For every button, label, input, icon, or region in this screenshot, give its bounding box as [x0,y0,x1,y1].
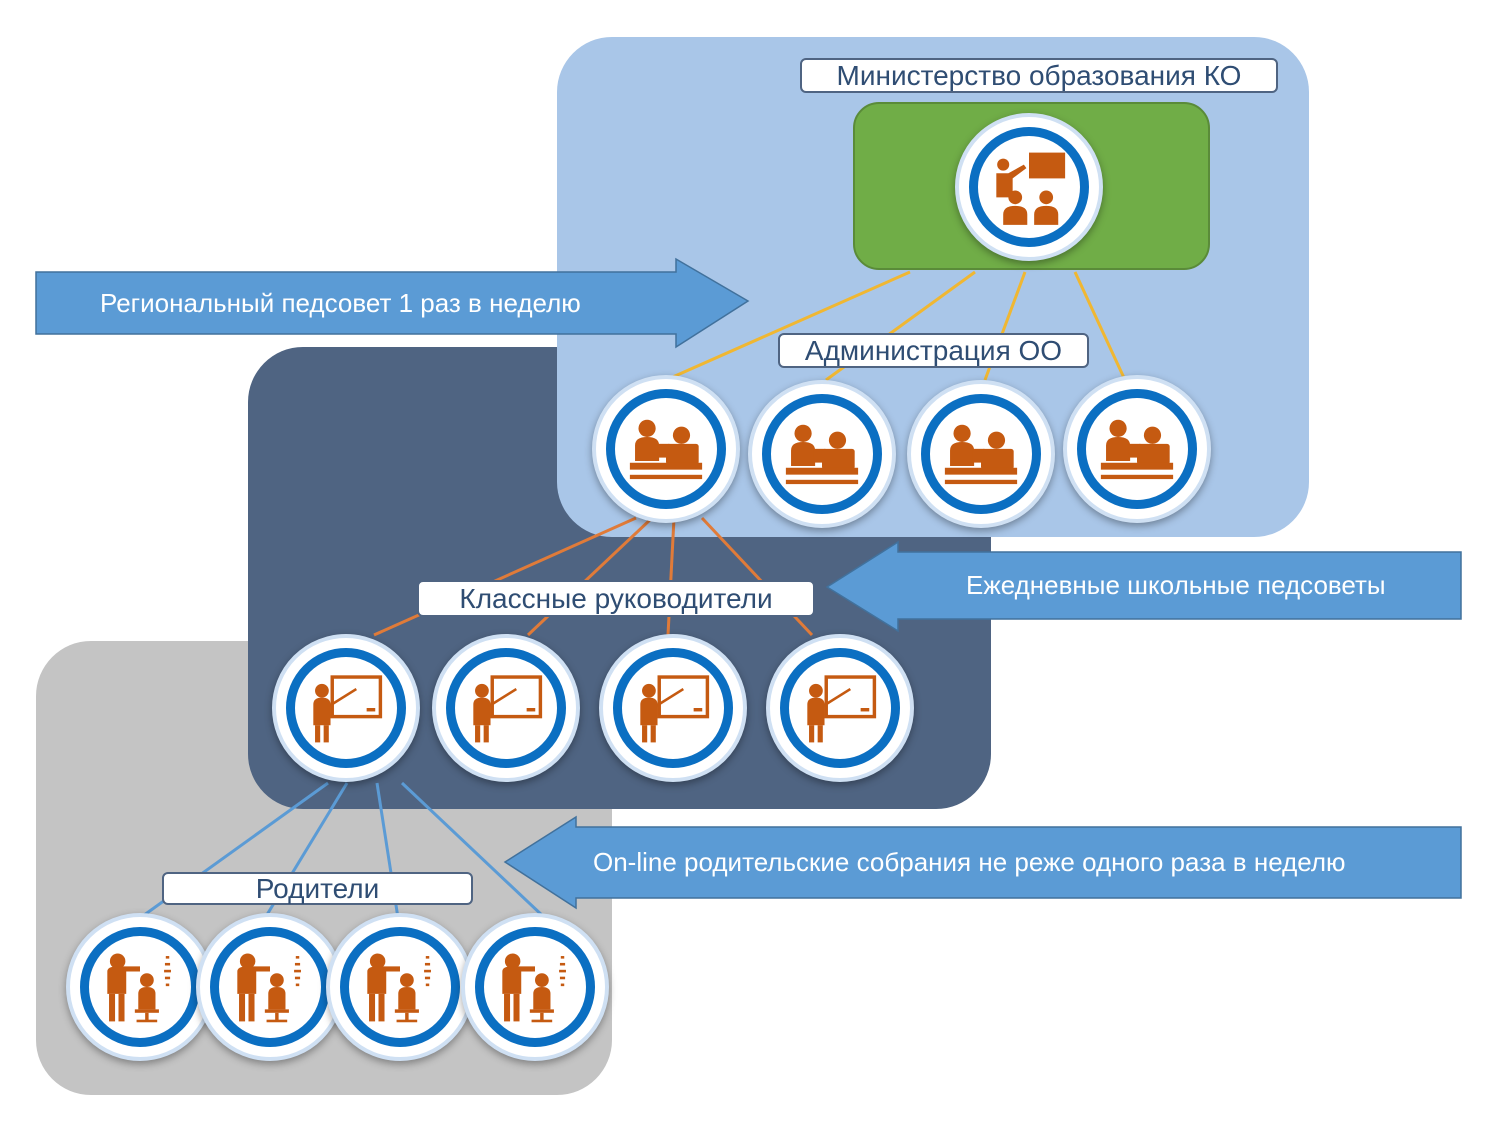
teacher-board-icon [640,675,710,743]
parent-node [196,913,344,1061]
meeting-icon [1100,419,1174,480]
online-arrow [503,815,1462,910]
daily-arrow [825,540,1462,633]
regional-arrow [35,257,750,349]
eye-exam-icon [367,953,431,1023]
parent-node [461,913,609,1061]
parent-node [66,913,214,1061]
parents-label: Родители [162,872,473,905]
teacher-board-icon [807,675,877,743]
class-teacher-node [766,634,914,782]
ministry-node [955,113,1103,261]
regional-arrow-text: Региональный педсовет 1 раз в неделю [100,287,581,318]
class-teachers-label: Классные руководители [417,580,815,617]
meeting-icon [629,419,703,480]
admin-teachers-lines [373,516,814,637]
eye-exam-icon [237,953,301,1023]
presentation-icon [996,152,1066,225]
meeting-icon [944,424,1018,485]
online-arrow-text: On-line родительские собрания не реже од… [593,847,1346,877]
teacher-board-icon [473,675,543,743]
parent-node [326,913,474,1061]
class-teacher-node [272,634,420,782]
ministry-label: Министерство образования КО [800,58,1278,93]
eye-exam-icon [502,953,566,1023]
administration-node [907,380,1055,528]
class-teacher-node [432,634,580,782]
administration-label: Администрация ОО [778,333,1089,368]
meeting-icon [785,424,859,485]
daily-arrow-text: Ежедневные школьные педсоветы [966,570,1386,600]
teacher-board-icon [313,675,383,743]
class-teacher-node [599,634,747,782]
administration-node [592,375,740,523]
eye-exam-icon [107,953,171,1023]
administration-node [1063,375,1211,523]
administration-node [748,380,896,528]
